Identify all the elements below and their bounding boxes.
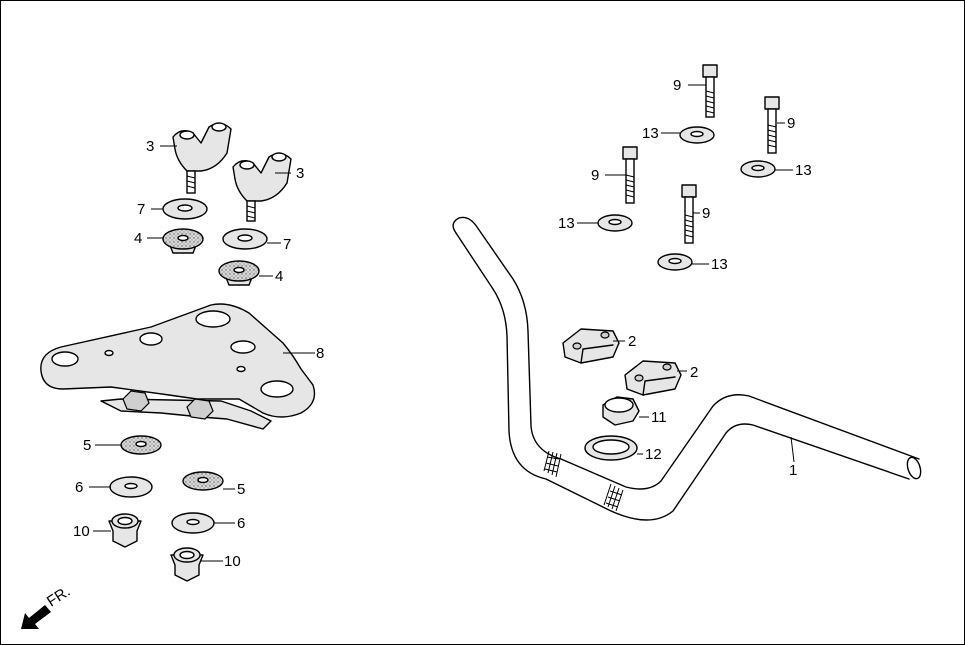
- callout-labels: 1 2 2 3 3 4 4 5 5 6 6 7 7 8 9 9 9 9 10 1…: [73, 77, 812, 570]
- washer-6-a: [109, 476, 153, 498]
- label-2b: 2: [690, 364, 698, 381]
- nut-10-a: [108, 513, 142, 548]
- label-13c: 13: [558, 215, 575, 232]
- bolt-9-c: [622, 146, 638, 204]
- label-4a: 4: [134, 230, 142, 247]
- front-direction-indicator: FR.: [21, 583, 73, 629]
- cushion-4-b: [218, 260, 260, 286]
- bolt-9-a: [702, 64, 718, 118]
- washer-6-b: [171, 512, 215, 534]
- label-5a: 5: [83, 437, 91, 454]
- cushion-5-a: [120, 435, 162, 455]
- label-9b: 9: [787, 115, 795, 132]
- label-10b: 10: [224, 553, 241, 570]
- cap-nut-11: [602, 396, 640, 426]
- cushion-5-b: [182, 471, 224, 491]
- nut-10-b: [170, 547, 204, 582]
- label-3b: 3: [296, 165, 304, 182]
- label-2a: 2: [628, 333, 636, 350]
- label-10a: 10: [73, 523, 90, 540]
- label-3a: 3: [146, 138, 154, 155]
- lower-holder-3-b: [232, 152, 292, 222]
- washer-12: [584, 435, 638, 461]
- label-7b: 7: [283, 236, 291, 253]
- label-9c: 9: [591, 167, 599, 184]
- bolt-9-b: [764, 96, 780, 154]
- label-5b: 5: [237, 481, 245, 498]
- washer-13-a: [679, 126, 715, 144]
- washer-13-b: [740, 160, 776, 178]
- label-13a: 13: [642, 125, 659, 142]
- label-13b: 13: [795, 162, 812, 179]
- label-4b: 4: [275, 268, 283, 285]
- label-7a: 7: [137, 201, 145, 218]
- upper-holder-2: [624, 360, 682, 396]
- washer-7-a: [162, 198, 208, 220]
- washer-13-c: [597, 214, 633, 232]
- label-12: 12: [645, 446, 662, 463]
- label-9a: 9: [673, 77, 681, 94]
- washer-7-b: [222, 228, 268, 250]
- label-6b: 6: [237, 515, 245, 532]
- knurl-left: [543, 450, 562, 478]
- label-9d: 9: [702, 205, 710, 222]
- front-label: FR.: [44, 583, 74, 610]
- label-13d: 13: [711, 256, 728, 273]
- knurl-right: [603, 483, 624, 512]
- handlebar: [452, 216, 922, 521]
- front-arrow-icon: [21, 605, 51, 629]
- washer-13-d: [657, 253, 693, 271]
- top-bridge-8: [40, 303, 316, 430]
- label-6a: 6: [75, 479, 83, 496]
- label-8: 8: [316, 345, 324, 362]
- bolt-9-d: [681, 184, 697, 244]
- upper-holder-1: [562, 328, 620, 364]
- label-11: 11: [651, 409, 667, 426]
- leader-lines: [89, 84, 795, 562]
- label-1: 1: [789, 462, 797, 479]
- lower-holder-3-a: [172, 122, 232, 194]
- cushion-4-a: [162, 228, 204, 254]
